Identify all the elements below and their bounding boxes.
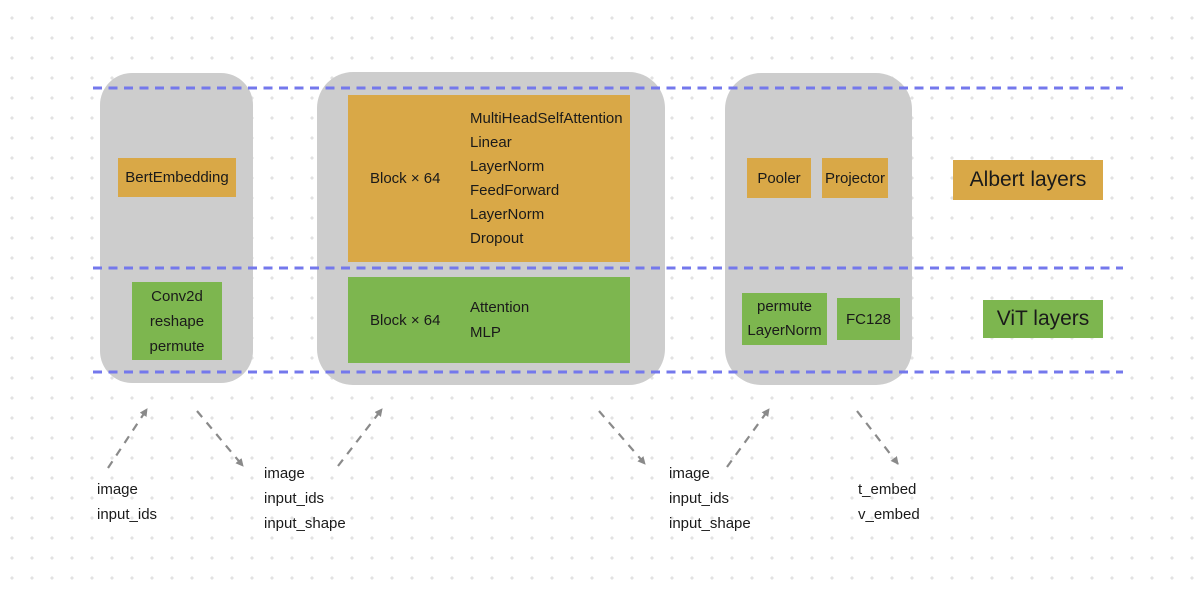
albert-layer: Dropout [470,229,524,247]
fc128-box: FC128 [837,298,900,340]
dashed-arrow-out-of-encoder [598,410,646,465]
io-label: input_shape [669,515,751,532]
io-label: input_ids [669,490,730,507]
albert-encoder-block: Block × 64 MultiHeadSelfAttention Linear… [348,95,630,262]
vit-layer: Attention [470,299,530,316]
io-label: image [264,465,305,482]
dashed-arrow-into-encoder [337,408,383,467]
bert-embedding-box: BertEmbedding [118,158,236,197]
albert-layer: LayerNorm [470,157,545,175]
io-label: input_shape [264,515,346,532]
layernorm-line: LayerNorm [747,322,822,339]
albert-layer: LayerNorm [470,205,545,223]
io-label: input_ids [97,506,158,523]
legend-vit-layers: ViT layers [983,300,1103,338]
albert-block-count-label: Block × 64 [370,170,441,187]
io-labels-stage3-output: t_embed v_embed [858,477,920,527]
dashed-arrow-into-embedding [107,408,148,469]
io-labels-stage1-input: image input_ids [97,477,157,527]
vit-encoder-block: Block × 64 Attention MLP [348,277,630,363]
vit-block-count-label: Block × 64 [370,311,441,329]
io-labels-stage2-output: image input_ids input_shape [669,461,751,536]
io-labels-stage1-output: image input_ids input_shape [264,461,346,536]
projector-box: Projector [822,158,888,198]
dashed-arrow-out-of-output [856,410,899,465]
conv2d-box: Conv2d reshape permute [132,282,222,360]
albert-layer: MultiHeadSelfAttention [470,109,623,127]
conv2d-line: reshape [149,312,205,330]
io-label: image [97,481,138,498]
flow-arrows [107,408,899,469]
permute-line: permute [756,298,813,315]
conv2d-line: permute [149,337,205,355]
albert-layer: Linear [470,133,512,151]
albert-layer-list: MultiHeadSelfAttention Linear LayerNorm … [470,107,623,251]
vit-layer-list: Attention MLP [470,295,529,345]
conv2d-line: Conv2d [151,287,203,305]
vit-layer: MLP [470,324,501,341]
albert-layer: FeedForward [470,181,560,199]
io-label: t_embed [858,481,917,498]
legend-albert-layers: Albert layers [953,160,1103,200]
io-label: image [669,465,710,482]
pooler-box: Pooler [747,158,811,198]
dashed-arrow-into-output [726,408,770,468]
io-label: input_ids [264,490,325,507]
permute-layernorm-box: permute LayerNorm [742,293,827,345]
io-label: v_embed [858,506,920,523]
dashed-arrow-out-of-embedding [196,410,244,467]
